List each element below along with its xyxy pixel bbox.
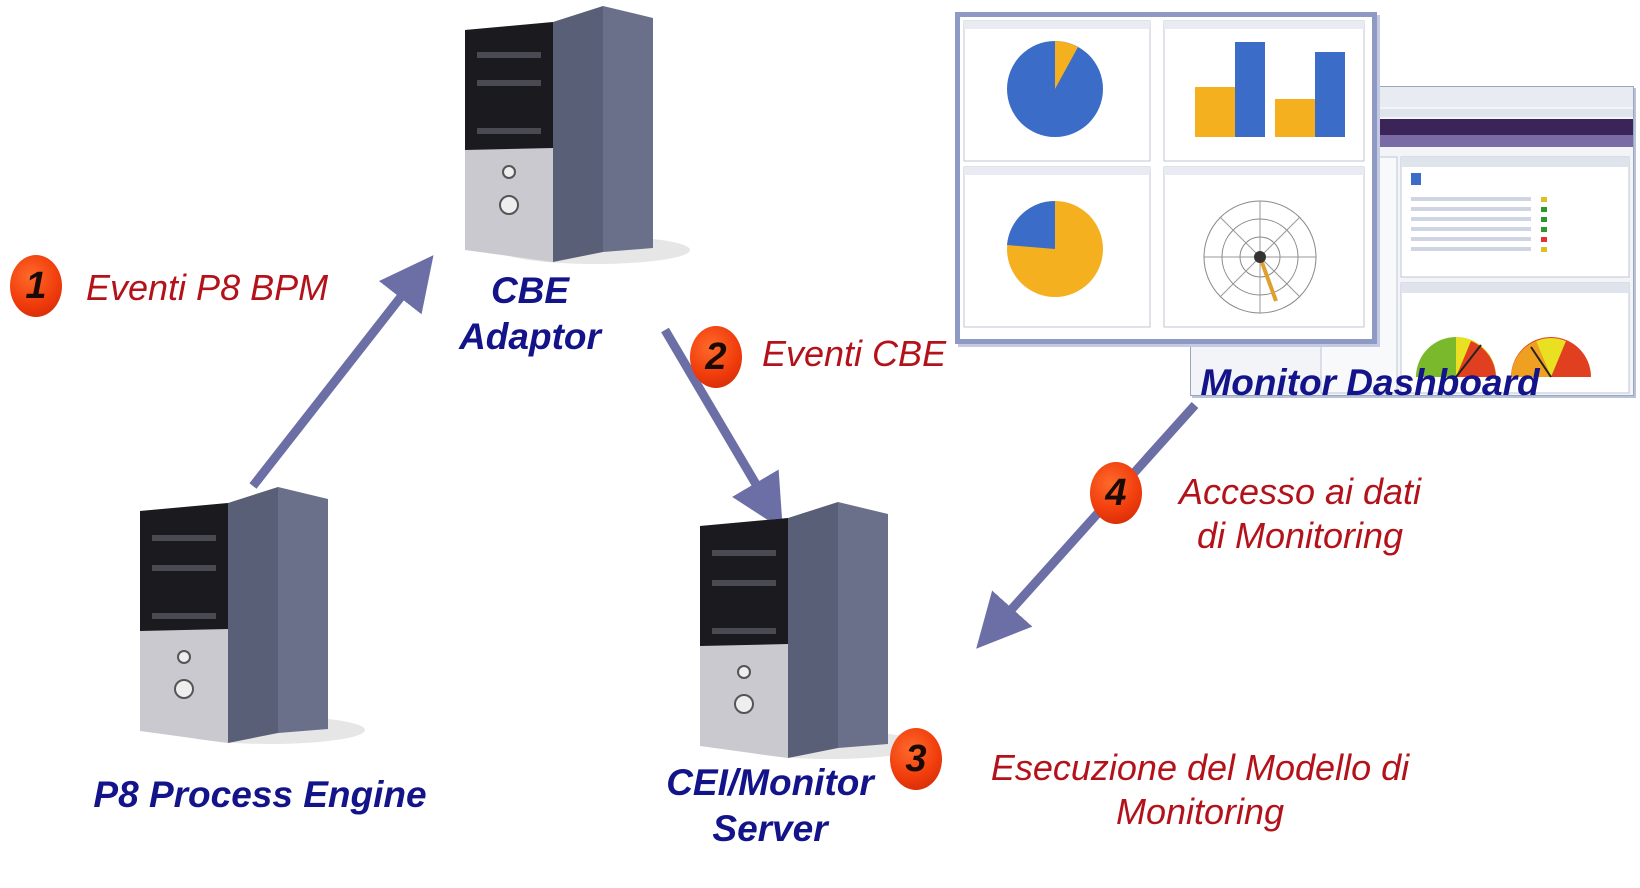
cbe-adaptor-label-line1: CBE — [490, 270, 570, 311]
cei-monitor-label-line1: CEI/Monitor — [666, 762, 874, 803]
arrow-dashboard-to-cei — [976, 401, 1199, 649]
p8-engine-label-line1: P8 Process Engine — [93, 774, 427, 815]
cbe-adaptor-server-icon — [465, 6, 690, 264]
monitor-dashboard-label-line1: Monitor Dashboard — [1200, 362, 1540, 403]
step-2-label-line1: Eventi CBE — [762, 333, 947, 374]
step-2-badge: 2 — [690, 326, 742, 388]
step-3-label: Esecuzione del Modello di Monitoring — [960, 746, 1440, 834]
step-1-label-line1: Eventi P8 BPM — [86, 267, 329, 308]
step-1-label: Eventi P8 BPM — [86, 266, 328, 310]
step-3-badge: 3 — [890, 728, 942, 790]
cbe-adaptor-label-line2: Adaptor — [459, 316, 601, 357]
step-1-badge: 1 — [10, 255, 62, 317]
step-4-label-line2: di Monitoring — [1196, 515, 1404, 556]
p8-engine-server-icon — [140, 487, 365, 744]
arrow-p8-to-cbe — [249, 255, 434, 489]
dashboard-charts-graphic — [963, 20, 1365, 328]
step-4-label: Accesso ai dati di Monitoring — [1150, 470, 1450, 558]
cei-monitor-label: CEI/Monitor Server — [650, 760, 890, 852]
arrow-cbe-to-cei — [661, 327, 783, 530]
step-3-label-line1: Esecuzione del Modello di — [990, 747, 1410, 788]
step-3-label-line2: Monitoring — [1115, 791, 1285, 832]
monitor-dashboard-label: Monitor Dashboard — [1180, 360, 1560, 406]
monitor-dashboard-screenshot-front — [955, 12, 1377, 344]
step-4-badge: 4 — [1090, 462, 1142, 524]
step-2-label: Eventi CBE — [762, 332, 946, 376]
step-4-label-line1: Accesso ai dati — [1178, 471, 1422, 512]
cbe-adaptor-label: CBE Adaptor — [440, 268, 620, 360]
cei-monitor-label-line2: Server — [712, 808, 828, 849]
p8-engine-label: P8 Process Engine — [70, 772, 450, 818]
cei-monitor-server-icon — [700, 502, 925, 759]
